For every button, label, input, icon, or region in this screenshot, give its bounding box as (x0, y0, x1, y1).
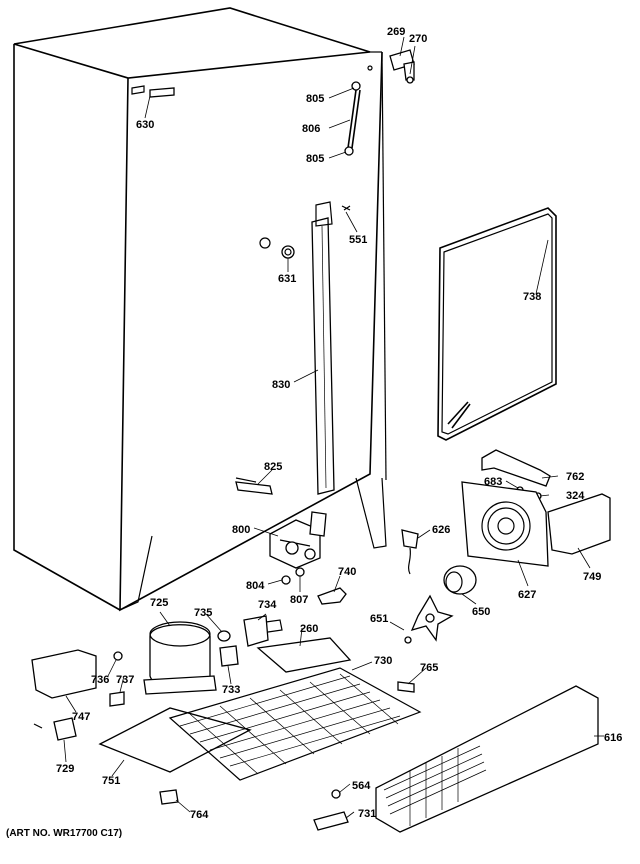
part-762-duct (481, 449, 551, 487)
label-631: 631 (278, 273, 296, 285)
part-616-grille (375, 685, 599, 833)
label-729: 729 (56, 763, 74, 775)
part-260-tray (256, 637, 352, 673)
part-733-overload (219, 645, 239, 667)
part-735-grommet (217, 630, 231, 642)
part-631-plug (281, 245, 295, 259)
part-807-nut (295, 567, 305, 577)
label-825: 825 (264, 461, 282, 473)
label-269: 269 (387, 26, 405, 38)
part-738-gasket (437, 207, 557, 441)
art-number: (ART NO. WR17700 C17) (6, 828, 122, 839)
label-805-top: 805 (306, 93, 324, 105)
label-805-bottom: 805 (306, 153, 324, 165)
label-260: 260 (300, 623, 318, 635)
label-725: 725 (150, 597, 168, 609)
part-800-valve (269, 511, 327, 569)
label-730: 730 (374, 655, 392, 667)
label-806: 806 (302, 123, 320, 135)
label-735: 735 (194, 607, 212, 619)
label-683: 683 (484, 476, 502, 488)
label-626: 626 (432, 524, 450, 536)
part-764-clip (159, 789, 179, 805)
part-804-nut (281, 575, 291, 585)
label-630: 630 (136, 119, 154, 131)
label-651: 651 (370, 613, 388, 625)
part-627-shroud (461, 481, 549, 567)
label-740: 740 (338, 566, 356, 578)
part-650-motor (443, 565, 477, 595)
label-747: 747 (72, 711, 90, 723)
label-737: 737 (116, 674, 134, 686)
part-731-hinge (313, 811, 349, 831)
label-751: 751 (102, 775, 120, 787)
label-765: 765 (420, 662, 438, 674)
part-626-harness (401, 529, 419, 575)
label-749: 749 (583, 571, 601, 583)
label-733: 733 (222, 684, 240, 696)
label-762: 762 (566, 471, 584, 483)
part-630-handle (131, 85, 175, 98)
part-736-clip (113, 651, 123, 661)
part-830-channel (311, 201, 335, 495)
part-751-base (98, 707, 252, 773)
label-551: 551 (349, 234, 367, 246)
part-564-screw (331, 789, 341, 799)
label-734: 734 (258, 599, 277, 611)
label-807: 807 (290, 594, 308, 606)
label-830: 830 (272, 379, 290, 391)
label-736: 736 (91, 674, 109, 686)
part-651-blade (404, 594, 454, 644)
label-616: 616 (604, 732, 622, 744)
label-270: 270 (409, 33, 427, 45)
part-825-clip (235, 477, 273, 495)
label-804: 804 (246, 580, 265, 592)
label-324: 324 (566, 490, 585, 502)
part-734-relay (243, 615, 269, 647)
part-740-bracket (317, 587, 347, 605)
label-564: 564 (352, 780, 371, 792)
part-725-compressor (143, 621, 217, 695)
part-765-clip (397, 681, 415, 693)
label-800: 800 (232, 524, 250, 536)
label-764: 764 (190, 809, 209, 821)
cabinet (13, 7, 387, 612)
part-747-bracket (31, 649, 97, 699)
label-627: 627 (518, 589, 536, 601)
label-650: 650 (472, 606, 490, 618)
part-551-screw (341, 205, 351, 211)
part-749-cover (547, 493, 611, 555)
part-730-condenser (168, 667, 422, 781)
part-729-block (53, 717, 77, 741)
part-269-hinge (389, 49, 415, 84)
part-737-grommet (109, 691, 125, 707)
part-806-tube (344, 81, 361, 156)
part-labels: 269 270 630 805 806 805 551 631 738 830 … (56, 26, 622, 821)
leader-lines (63, 36, 604, 819)
label-738: 738 (523, 291, 541, 303)
label-731: 731 (358, 808, 376, 820)
